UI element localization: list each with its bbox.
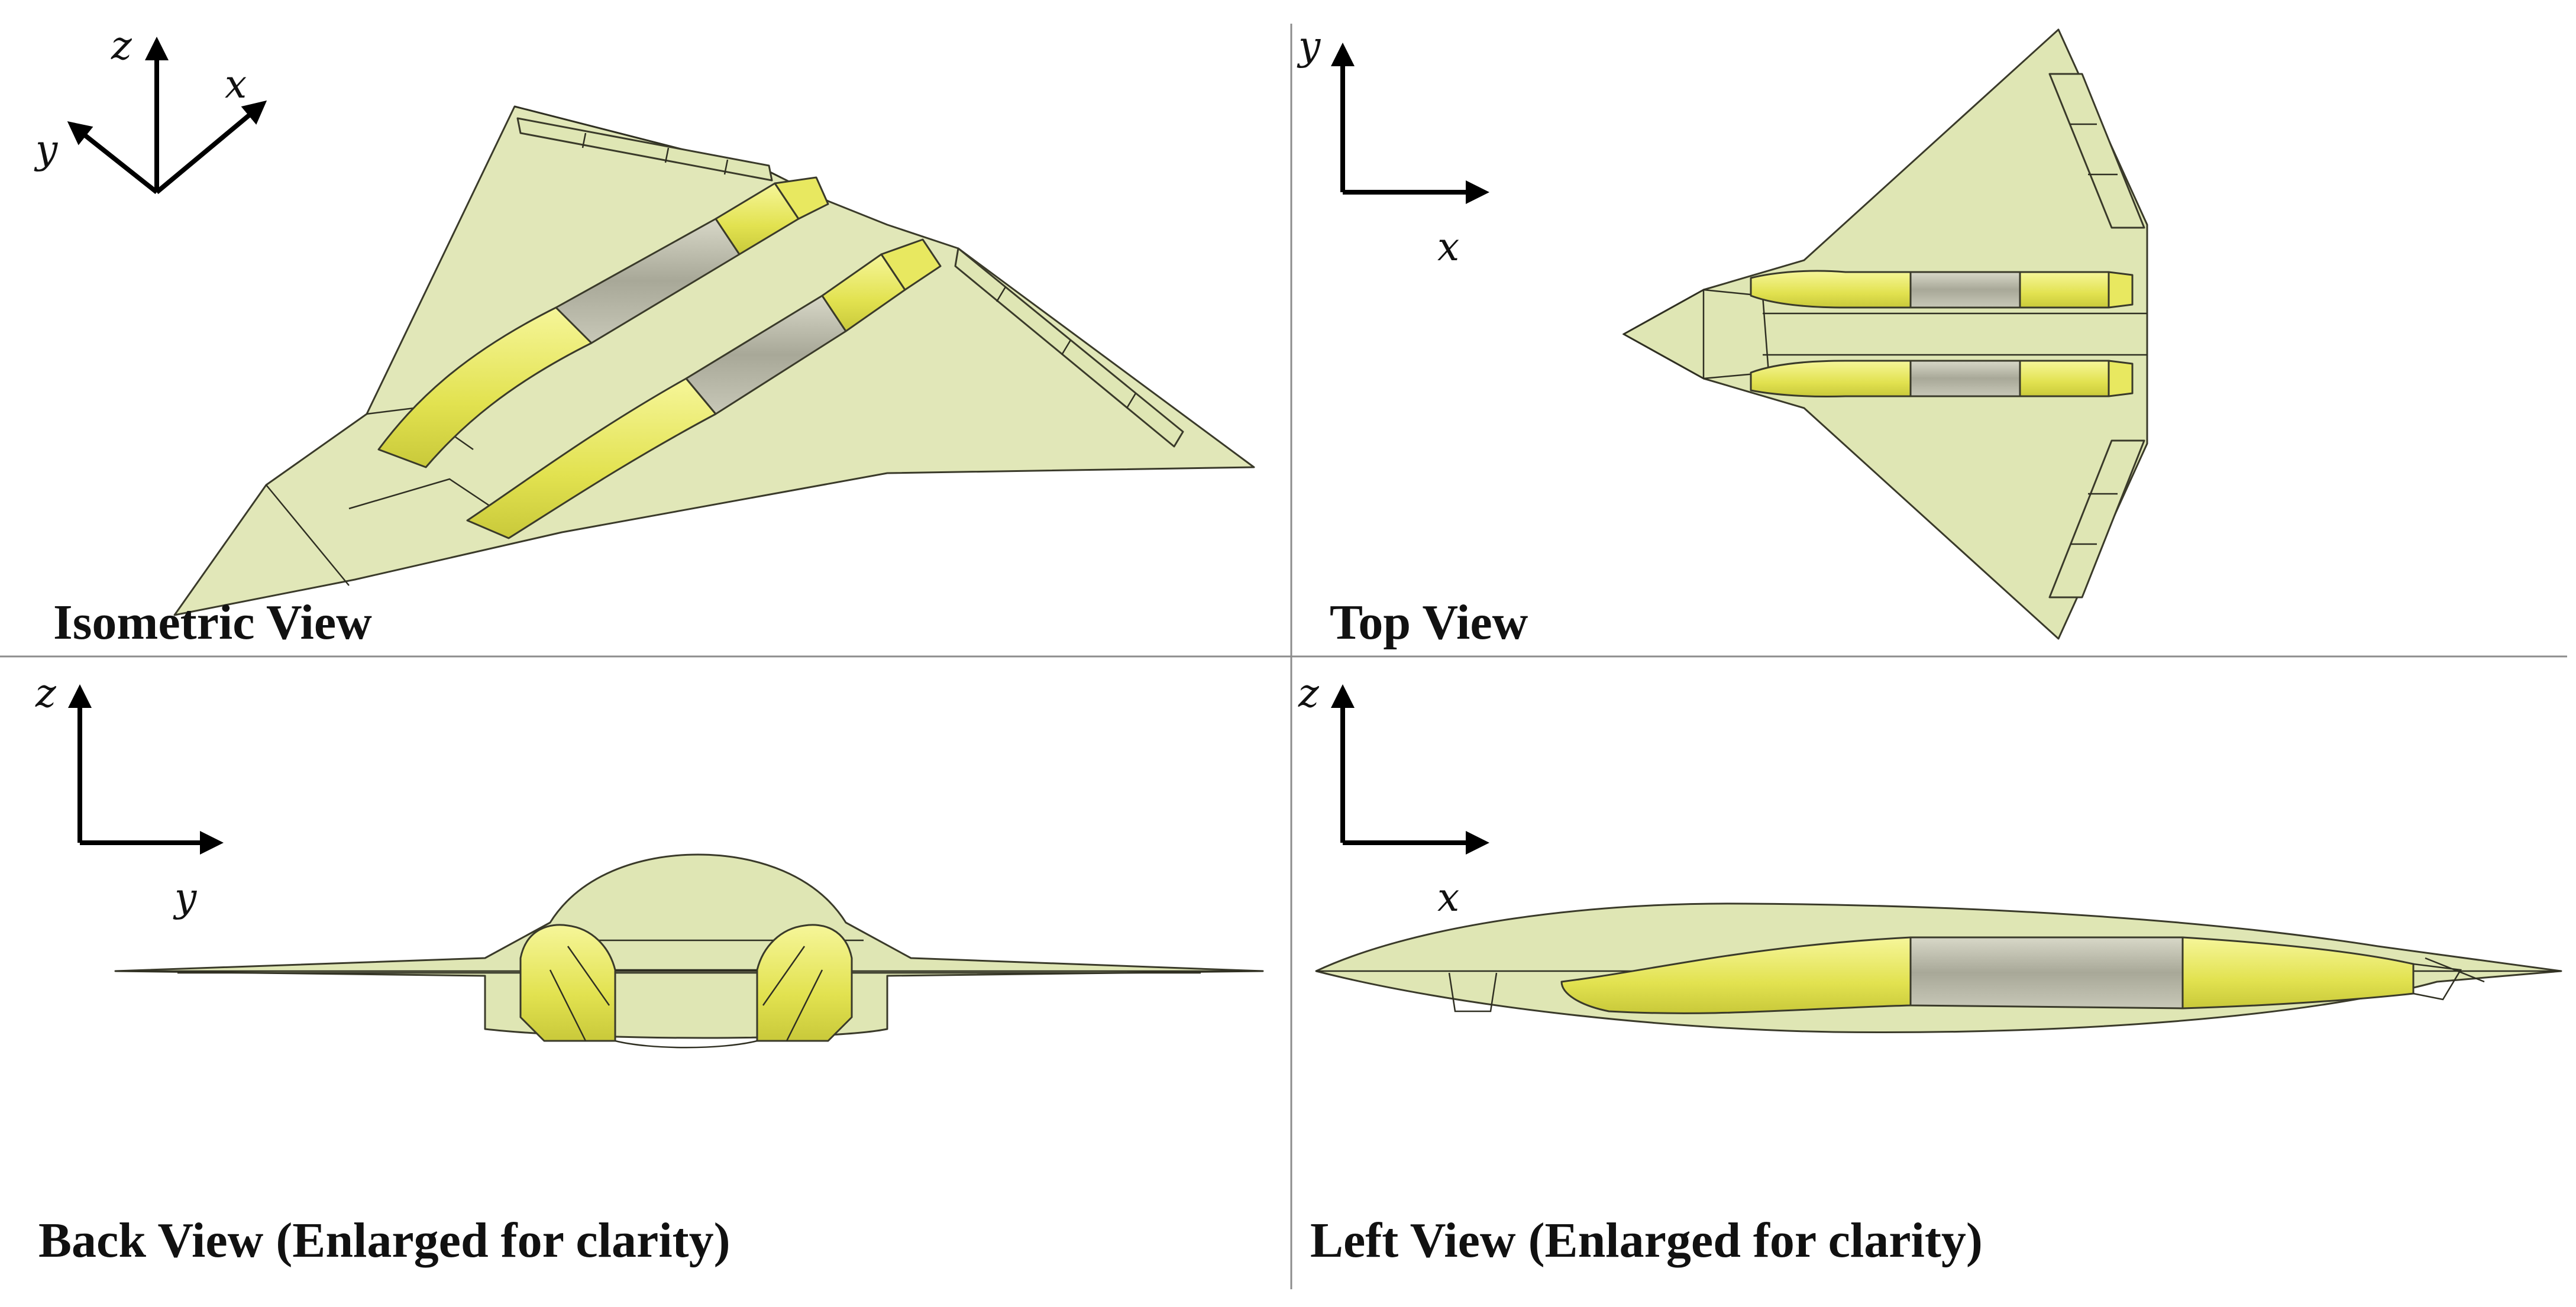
- isometric-axes: z x y: [34, 23, 267, 195]
- top-lower-engine: [1750, 360, 2134, 398]
- top-trailing-flaps-upper: [2048, 73, 2145, 229]
- left-engine-duct: [1560, 936, 1912, 1014]
- top-view-panel: y x: [1297, 23, 2148, 650]
- top-y-axis-label: y: [1297, 23, 1321, 69]
- top-aircraft: [1622, 28, 2148, 640]
- top-x-axis-label: x: [1437, 224, 1459, 270]
- left-engine-core: [1909, 936, 2184, 1010]
- isometric-trailing-flaps-upper: [516, 117, 773, 182]
- back-view-panel: z y Back View (Enlarged for clarity): [35, 671, 1264, 1268]
- isometric-view-panel: z x y: [34, 23, 1255, 650]
- left-aircraft: [1315, 902, 2562, 1034]
- top-axes: y x: [1297, 23, 1489, 270]
- top-view-title: Top View: [1330, 595, 1528, 650]
- isometric-aircraft: [173, 105, 1255, 616]
- isometric-z-axis-label: z: [111, 23, 132, 69]
- left-engine-nozzle: [2181, 936, 2485, 1010]
- left-z-axis-label: z: [1298, 671, 1320, 716]
- back-right-engine-nozzle: [756, 924, 853, 1042]
- left-x-axis-label: x: [1437, 875, 1459, 920]
- isometric-trailing-flaps-lower: [954, 247, 1184, 448]
- left-axes: z x: [1298, 671, 1489, 920]
- back-z-axis-label: z: [35, 671, 57, 716]
- left-view-panel: z x Left View (Enlarged for clarity): [1298, 671, 2562, 1268]
- back-axes: z y: [35, 671, 224, 920]
- back-y-axis-label: y: [173, 875, 197, 920]
- isometric-view-title: Isometric View: [53, 595, 372, 650]
- isometric-lower-engine: [466, 238, 942, 539]
- back-aircraft: [114, 853, 1264, 1049]
- back-left-engine-nozzle: [519, 924, 616, 1042]
- isometric-x-axis-label: x: [225, 62, 247, 107]
- top-trailing-flaps-lower: [2048, 439, 2145, 598]
- left-view-title: Left View (Enlarged for clarity): [1310, 1213, 1983, 1268]
- isometric-upper-engine: [377, 176, 829, 468]
- isometric-y-axis-label: y: [34, 127, 58, 172]
- back-view-title: Back View (Enlarged for clarity): [38, 1213, 731, 1268]
- top-upper-engine: [1750, 270, 2134, 309]
